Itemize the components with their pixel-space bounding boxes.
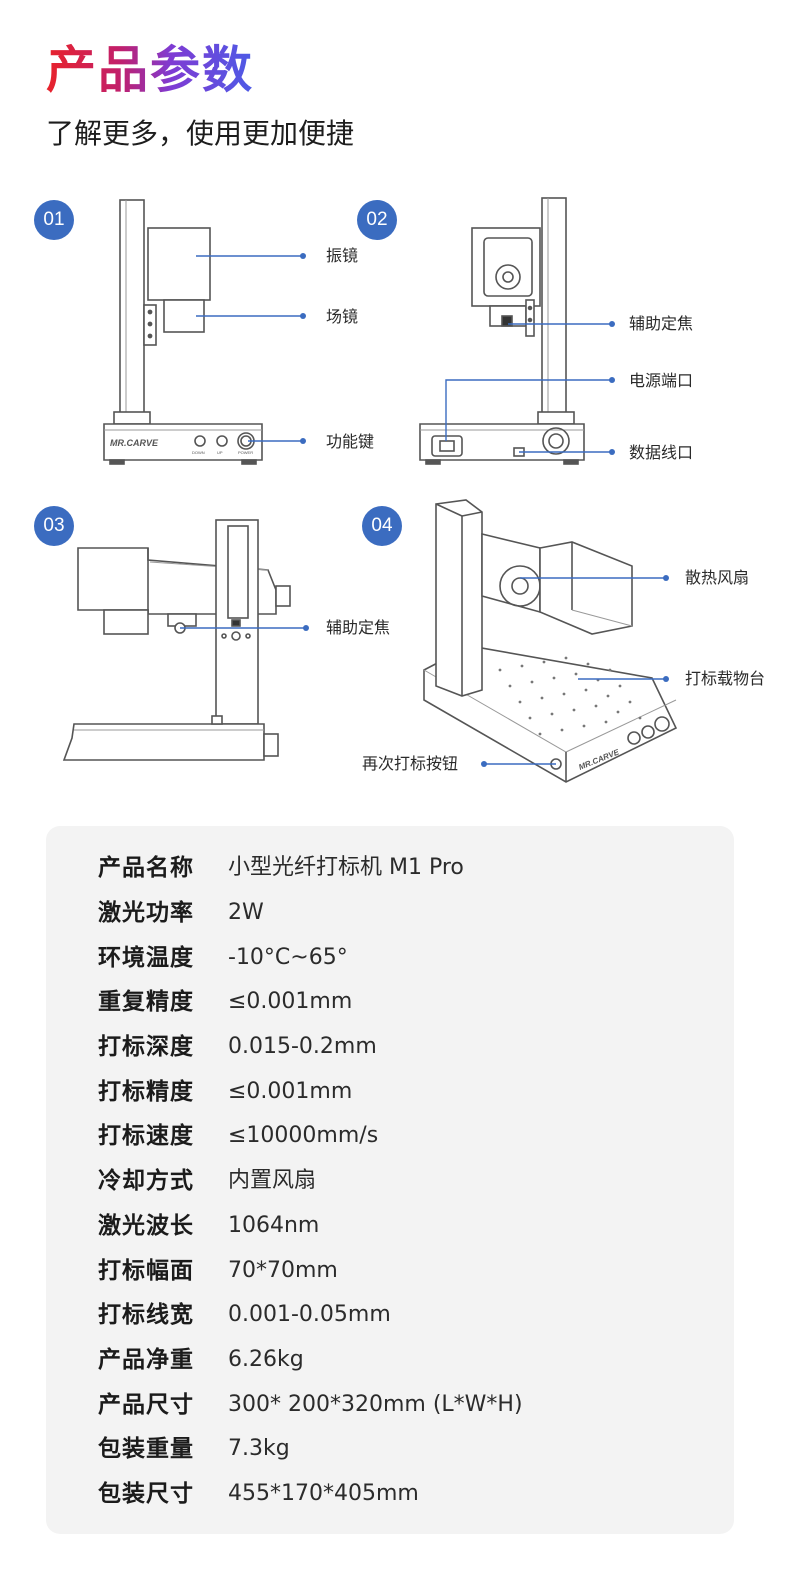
spec-key: 打标线宽 [98,1302,194,1328]
spec-value: ≤10000mm/s [228,1123,379,1148]
spec-key: 产品名称 [98,855,194,881]
spec-value: 1064nm [228,1213,320,1238]
view-badge-02: 02 [357,200,397,240]
spec-row: 激光波长 1064nm [98,1211,319,1241]
spec-key: 产品净重 [98,1347,194,1373]
spec-value: ≤0.001mm [228,1079,353,1104]
spec-value: 0.001-0.05mm [228,1302,391,1327]
page-subtitle: 了解更多，使用更加便捷 [46,117,355,150]
spec-row: 产品尺寸 300* 200*320mm (L*W*H) [98,1390,523,1420]
spec-row: 包装重量 7.3kg [98,1434,290,1464]
callout-cooling-fan: 散热风扇 [685,568,750,587]
spec-row: 打标精度 ≤0.001mm [98,1077,352,1107]
spec-key: 打标精度 [98,1079,194,1105]
page-title: 产品参数 [46,41,254,99]
spec-value: 0.015-0.2mm [228,1034,377,1059]
diagram-view-02 [419,197,615,465]
spec-key: 环境温度 [98,945,194,971]
callout-field-lens: 场镜 [326,307,359,326]
callout-function-keys: 功能键 [326,432,375,451]
callout-data-port: 数据线口 [629,443,694,462]
spec-key: 打标深度 [98,1034,194,1060]
spec-value: 6.26kg [228,1347,304,1372]
device-btn-up: UP [217,450,223,455]
product-diagrams: MR.CARVE DOWN UP POWER [62,197,678,783]
spec-value: 内置风扇 [228,1168,317,1193]
spec-key: 产品尺寸 [98,1392,194,1418]
spec-row: 重复精度 ≤0.001mm [98,987,352,1017]
spec-value: 300* 200*320mm (L*W*H) [228,1392,523,1417]
spec-key: 冷却方式 [98,1168,194,1194]
spec-row: 环境温度 -10°C~65° [98,943,348,973]
spec-row: 打标线宽 0.001-0.05mm [98,1300,391,1330]
spec-row: 打标幅面 70*70mm [98,1256,338,1286]
spec-row: 打标深度 0.015-0.2mm [98,1032,377,1062]
diagram-view-04: MR.CARVE [423,499,678,783]
callout-remark-button: 再次打标按钮 [362,754,459,773]
view-badge-03: 03 [34,506,74,546]
device-brand-01: MR.CARVE [110,438,159,448]
device-btn-down: DOWN [192,450,205,455]
spec-value: -10°C~65° [228,945,348,970]
spec-value: 7.3kg [228,1436,290,1461]
callout-focus-aid-03: 辅助定焦 [326,618,391,637]
callout-galvo: 振镜 [326,246,359,265]
spec-key: 激光波长 [98,1213,194,1239]
spec-panel: 产品名称 小型光纤打标机 M1 Pro 激光功率 2W 环境温度 -10°C~6… [46,826,734,1534]
callout-marking-stage: 打标载物台 [685,669,766,688]
view-badge-04: 04 [362,506,402,546]
callout-focus-aid-02: 辅助定焦 [629,314,694,333]
spec-key: 重复精度 [98,989,194,1015]
spec-key: 激光功率 [98,900,194,926]
diagram-view-03 [62,519,309,761]
spec-key: 包装尺寸 [98,1481,194,1507]
spec-row: 冷却方式 内置风扇 [98,1166,316,1196]
spec-row: 包装尺寸 455*170*405mm [98,1479,419,1509]
spec-key: 打标速度 [98,1123,194,1149]
spec-row: 打标速度 ≤10000mm/s [98,1121,378,1151]
view-badge-01: 01 [34,200,74,240]
spec-row: 产品名称 小型光纤打标机 M1 Pro [98,853,464,883]
spec-value: 2W [228,900,264,925]
callout-power-port: 电源端口 [629,371,694,390]
spec-row: 产品净重 6.26kg [98,1345,304,1375]
spec-row: 激光功率 2W [98,898,264,928]
device-btn-power: POWER [238,450,253,455]
spec-value: 455*170*405mm [228,1481,419,1506]
spec-value: 小型光纤打标机 M1 Pro [228,855,464,880]
spec-value: ≤0.001mm [228,989,353,1014]
spec-key: 包装重量 [98,1436,194,1462]
spec-value: 70*70mm [228,1258,338,1283]
spec-key: 打标幅面 [98,1258,194,1284]
diagram-view-01: MR.CARVE DOWN UP POWER [103,199,306,465]
